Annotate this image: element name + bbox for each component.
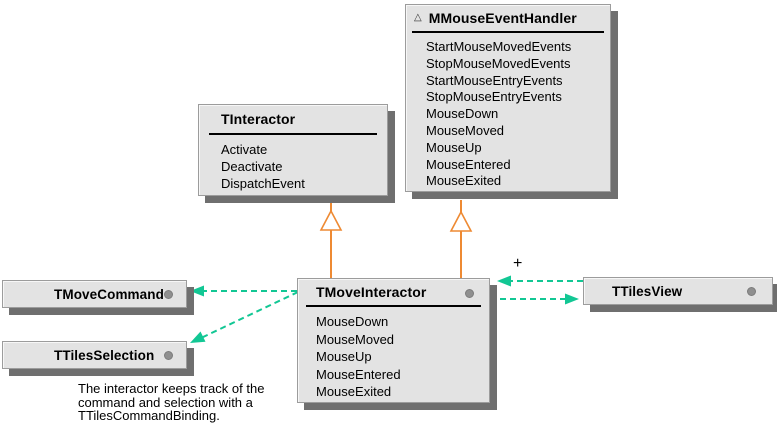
association-arrow-to-ttilesview [500,293,579,305]
class-box-tinteractor[interactable]: TInteractor Activate Deactivate Dispatch… [198,104,388,196]
method-list: MouseDown MouseMoved MouseUp MouseEntere… [298,307,489,401]
abstract-triangle-icon: △ [414,12,422,23]
class-title-row: TMoveInteractor [298,279,489,305]
method-item: MouseDown [316,314,389,329]
class-title: TTilesSelection [54,347,155,363]
caption-line: command and selection with a [78,394,253,410]
method-item: MouseMoved [316,331,395,347]
class-box-ttilesview[interactable]: TTilesView [583,277,773,305]
method-item: StartMouseMovedEvents [426,39,572,54]
title-separator [209,133,377,135]
class-box-tmovecommand[interactable]: TMoveCommand [2,280,187,308]
class-title-row: TInteractor [199,105,387,133]
title-separator [412,31,604,33]
caption-line: The interactor keeps track of the [78,381,265,396]
method-item: MouseUp [426,139,482,155]
class-title: TMoveCommand [54,286,164,302]
class-box-mmouseeventhandler[interactable]: △ MMouseEventHandler StartMouseMovedEven… [405,4,611,192]
method-item: MouseEntered [426,156,511,172]
class-title: MMouseEventHandler [428,10,577,26]
method-item: MouseDown [426,106,499,122]
class-title: TMoveInteractor [316,284,427,300]
instance-dot-icon [465,289,474,298]
multiplicity-label: + [513,255,523,272]
method-item: StopMouseEntryEvents [426,89,562,105]
class-title: TTilesView [612,283,683,299]
method-item: Deactivate [221,159,283,174]
method-item: MouseUp [316,349,372,364]
class-box-tmoveinteractor[interactable]: TMoveInteractor MouseDown MouseMoved Mou… [297,278,490,403]
method-item: StopMouseMovedEvents [426,55,571,71]
method-item: Activate [221,142,268,157]
method-list: StartMouseMovedEvents StopMouseMovedEven… [406,33,610,190]
method-item: StartMouseEntryEvents [426,72,563,88]
method-item: DispatchEvent [221,176,305,191]
instance-dot-icon [164,351,173,360]
class-title-row: △ MMouseEventHandler [406,5,610,31]
method-item: MouseMoved [426,122,505,138]
inheritance-connector-mmouseeventhandler [449,200,473,278]
diagram-caption: The interactor keeps track of the comman… [78,382,264,423]
method-list: Activate Deactivate DispatchEvent [199,135,387,192]
method-item: MouseExited [426,173,502,189]
association-arrow-tmovecommand [190,285,297,297]
title-separator [306,305,481,307]
method-item: MouseEntered [316,366,401,382]
instance-dot-icon [164,290,173,299]
association-arrow-ttilesselection [190,291,299,343]
method-item: MouseExited [316,384,392,399]
class-title: TInteractor [221,111,296,127]
class-box-ttilesselection[interactable]: TTilesSelection [2,341,187,369]
instance-dot-icon [747,287,756,296]
caption-line: TTilesCommandBinding. [78,408,220,423]
association-arrow-to-tmoveinteractor [497,275,583,287]
inheritance-connector-tinteractor [319,203,343,278]
